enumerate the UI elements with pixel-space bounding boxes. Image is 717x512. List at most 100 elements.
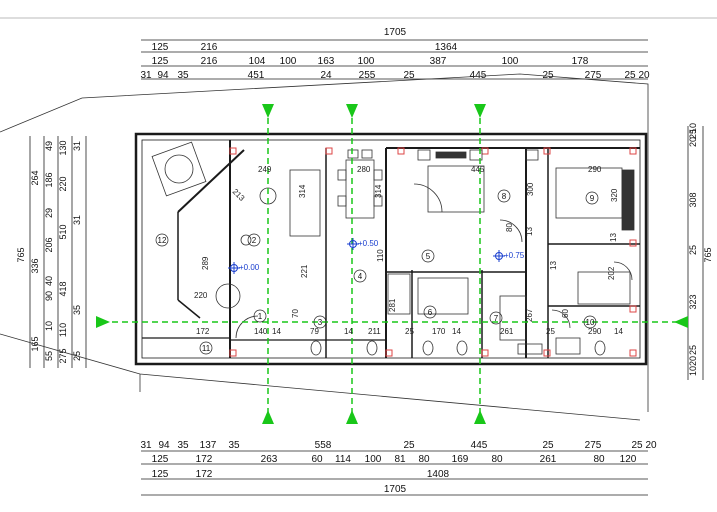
- svg-text:6: 6: [428, 308, 433, 317]
- svg-text:308: 308: [688, 192, 698, 207]
- svg-text:172: 172: [196, 469, 213, 480]
- room-number-5: 5: [421, 249, 435, 263]
- svg-text:114: 114: [335, 454, 351, 465]
- svg-text:25: 25: [403, 440, 415, 451]
- svg-text:1408: 1408: [427, 469, 450, 480]
- svg-text:202: 202: [607, 266, 616, 280]
- right-dim-col: 25 20 10 308 25 323 10 20 25: [688, 123, 698, 376]
- svg-text:2: 2: [252, 236, 257, 245]
- svg-text:13: 13: [609, 233, 618, 242]
- svg-text:35: 35: [177, 440, 189, 451]
- svg-text:94: 94: [158, 440, 170, 451]
- svg-text:314: 314: [298, 184, 307, 198]
- svg-text:510: 510: [58, 224, 68, 239]
- svg-text:125: 125: [152, 56, 169, 67]
- svg-text:25: 25: [542, 70, 554, 81]
- svg-text:110: 110: [376, 249, 385, 262]
- svg-text:100: 100: [358, 56, 375, 67]
- svg-text:+0.50: +0.50: [358, 239, 379, 248]
- svg-text:14: 14: [344, 327, 353, 336]
- svg-text:275: 275: [585, 70, 602, 81]
- svg-text:289: 289: [201, 256, 210, 270]
- svg-text:140: 140: [254, 327, 268, 336]
- svg-text:100: 100: [280, 56, 297, 67]
- svg-text:125: 125: [152, 469, 169, 480]
- left-dim-col4: 130 220 510 418 110 275: [58, 140, 68, 363]
- svg-text:25: 25: [405, 327, 414, 336]
- top-dimension-chains: [141, 39, 648, 80]
- level-marker: +0.50: [347, 238, 379, 250]
- top-dim-row4: 31 94 35 451 24 255 25 445 25 275 25 20: [140, 70, 650, 81]
- svg-text:12: 12: [158, 236, 167, 245]
- svg-text:110: 110: [58, 323, 68, 337]
- svg-text:35: 35: [72, 305, 82, 315]
- svg-text:323: 323: [688, 294, 698, 309]
- svg-text:104: 104: [249, 56, 266, 67]
- svg-text:80: 80: [505, 223, 514, 232]
- svg-text:261: 261: [500, 327, 514, 336]
- svg-text:25: 25: [688, 345, 698, 355]
- room-number-10: 10: [583, 315, 597, 329]
- svg-text:31: 31: [72, 215, 82, 225]
- section-axes: [102, 118, 682, 412]
- svg-text:70: 70: [291, 309, 300, 318]
- svg-text:90: 90: [44, 291, 54, 301]
- site-outline: [0, 73, 649, 421]
- svg-text:60: 60: [561, 309, 570, 318]
- bottom-dim-row3: 125 172 1408: [152, 469, 450, 480]
- svg-text:320: 320: [610, 188, 619, 202]
- svg-text:211: 211: [368, 327, 381, 336]
- svg-text:213: 213: [231, 187, 247, 203]
- svg-text:80: 80: [491, 454, 503, 465]
- left-dimension-chains: [29, 136, 87, 368]
- room-number-9: 9: [585, 191, 599, 205]
- room-number-6: 6: [423, 305, 437, 319]
- svg-text:25: 25: [403, 70, 415, 81]
- svg-text:+0.00: +0.00: [239, 263, 260, 272]
- svg-text:29: 29: [44, 208, 54, 218]
- svg-text:20: 20: [688, 356, 698, 366]
- svg-text:216: 216: [201, 56, 218, 67]
- svg-text:5: 5: [426, 252, 431, 261]
- svg-text:445: 445: [471, 165, 485, 174]
- svg-text:24: 24: [320, 70, 332, 81]
- structural-columns: [229, 147, 637, 357]
- svg-text:172: 172: [196, 327, 210, 336]
- svg-text:60: 60: [311, 454, 323, 465]
- svg-text:40: 40: [44, 276, 54, 286]
- top-dim-row3: 125 216 104 100 163 100 387 100 178: [152, 56, 589, 67]
- svg-text:25: 25: [688, 129, 698, 139]
- bottom-dimension-chains: [141, 450, 648, 496]
- svg-text:13: 13: [549, 261, 558, 270]
- svg-text:35: 35: [228, 440, 240, 451]
- svg-text:20: 20: [645, 440, 657, 451]
- svg-text:206: 206: [44, 237, 54, 252]
- svg-text:10: 10: [688, 366, 698, 376]
- left-dim-col2: 264 336 165: [30, 170, 40, 351]
- room-number-2: 2: [247, 233, 261, 247]
- svg-text:31: 31: [140, 440, 152, 451]
- svg-text:280: 280: [357, 165, 371, 174]
- svg-text:336: 336: [30, 258, 40, 273]
- svg-text:8: 8: [502, 192, 507, 201]
- interior-dimensions: 249 314 280 314 445 300 290 320 202 172 …: [194, 165, 623, 336]
- top-overall-dim: 1705: [384, 27, 407, 38]
- svg-text:14: 14: [614, 327, 623, 336]
- room-number-8: 8: [497, 189, 511, 203]
- svg-text:267: 267: [525, 308, 534, 322]
- svg-text:264: 264: [30, 170, 40, 185]
- svg-text:14: 14: [272, 327, 281, 336]
- svg-text:25: 25: [688, 245, 698, 255]
- svg-text:80: 80: [418, 454, 430, 465]
- svg-text:451: 451: [248, 70, 265, 81]
- svg-text:80: 80: [593, 454, 605, 465]
- svg-text:14: 14: [452, 327, 461, 336]
- svg-text:120: 120: [620, 454, 637, 465]
- svg-text:25: 25: [631, 440, 643, 451]
- svg-text:20: 20: [688, 137, 698, 147]
- svg-text:261: 261: [540, 454, 557, 465]
- svg-text:216: 216: [201, 42, 218, 53]
- svg-text:163: 163: [318, 56, 335, 67]
- svg-text:169: 169: [452, 454, 469, 465]
